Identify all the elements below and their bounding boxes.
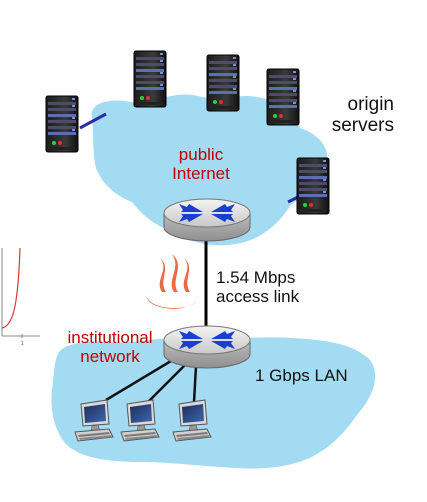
inst-line2: network: [80, 347, 140, 367]
lan-label: 1 Gbps LAN: [255, 366, 348, 385]
server-tower-icon: [133, 50, 167, 108]
inst-line1: institutional: [67, 328, 153, 347]
server-tower-icon: [45, 95, 79, 153]
server-tower-icon: [296, 157, 330, 215]
access-line2: access link: [216, 287, 300, 307]
server-tower-icon: [266, 68, 300, 126]
public-internet-cloud: [91, 94, 328, 246]
heat-wave-icon: [146, 254, 200, 309]
internet-router-icon: [163, 198, 251, 242]
access-link-label: 1.54 Mbps access link: [216, 268, 299, 306]
institutional-network-label: institutional network: [55, 328, 165, 366]
public-line1: public: [178, 145, 224, 164]
institution-router-icon: [163, 325, 251, 369]
mini-axis-tick: 1: [21, 341, 24, 347]
mini-plot: 1: [1, 247, 40, 347]
access-line1: 1.54 Mbps: [216, 268, 296, 287]
origin-line2: servers: [331, 115, 394, 137]
public-line2: Internet: [172, 164, 230, 184]
public-internet-label: public Internet: [163, 145, 239, 183]
origin-line1: origin: [347, 94, 394, 115]
lan-cables: [105, 356, 198, 403]
origin-servers-label: origin servers: [318, 94, 394, 137]
server-tower-icon: [206, 54, 240, 112]
